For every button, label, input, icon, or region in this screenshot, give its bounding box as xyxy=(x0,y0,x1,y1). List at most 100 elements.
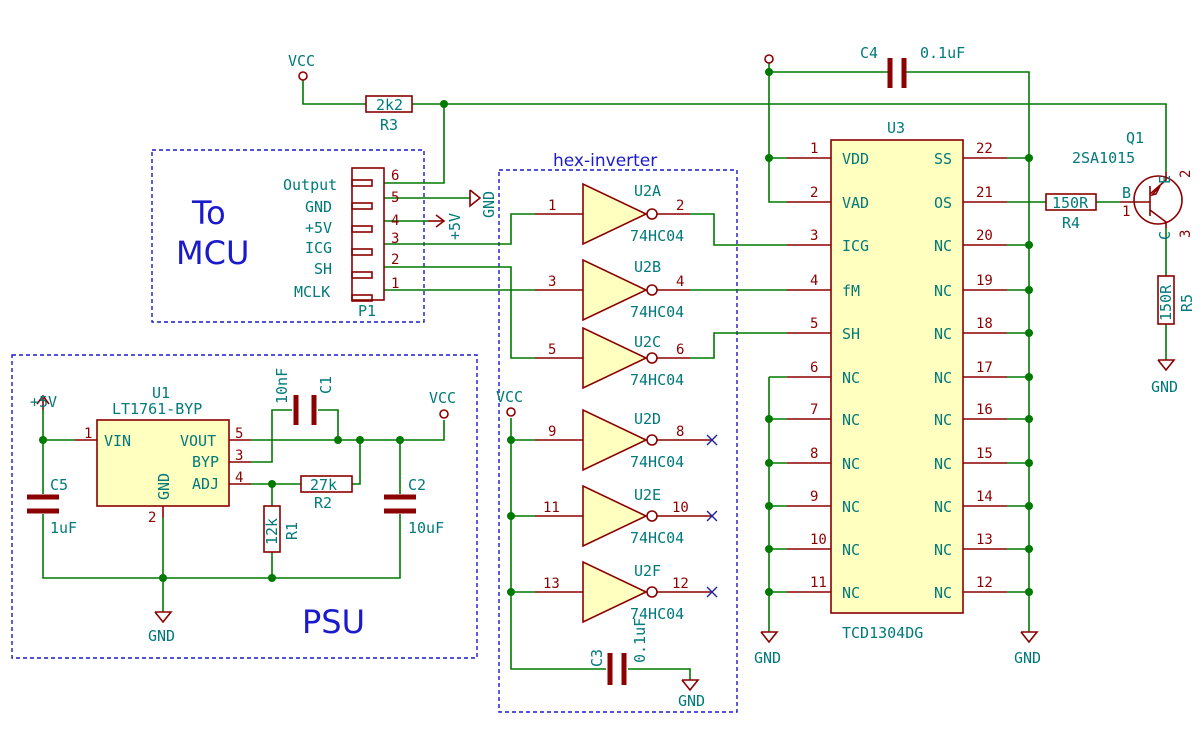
inverter-u2b: 3 4 U2B 74HC04 xyxy=(535,258,690,322)
connector-pin: 6 Output xyxy=(283,168,399,194)
svg-text:5: 5 xyxy=(548,342,556,358)
svg-text:3: 3 xyxy=(391,231,399,247)
svg-text:U1: U1 xyxy=(152,384,170,402)
svg-text:B: B xyxy=(1122,184,1131,202)
gnd-symbol-connector: GND xyxy=(469,189,498,218)
svg-text:NC: NC xyxy=(842,455,860,473)
svg-text:10nF: 10nF xyxy=(273,368,291,404)
svg-text:5: 5 xyxy=(391,190,399,206)
svg-text:NC: NC xyxy=(934,237,952,255)
inverter-u2d: 9 8 U2D 74HC04 xyxy=(535,408,712,472)
svg-text:NC: NC xyxy=(934,325,952,343)
svg-text:GND: GND xyxy=(678,692,705,710)
svg-text:3: 3 xyxy=(1178,230,1194,238)
svg-text:1: 1 xyxy=(84,426,92,442)
svg-text:C1: C1 xyxy=(317,376,335,394)
svg-text:NC: NC xyxy=(934,411,952,429)
svg-text:NC: NC xyxy=(934,369,952,387)
svg-text:U2F: U2F xyxy=(634,562,661,580)
svg-text:9: 9 xyxy=(810,489,818,505)
sensor-pin-left: 4fM xyxy=(787,273,860,300)
svg-text:NC: NC xyxy=(842,369,860,387)
svg-text:12: 12 xyxy=(976,575,993,591)
sensor-pin-left: 7NC xyxy=(787,402,860,429)
svg-text:NC: NC xyxy=(934,498,952,516)
svg-text:74HC04: 74HC04 xyxy=(630,303,684,321)
svg-text:U3: U3 xyxy=(887,119,905,137)
regulator-u1: U1 LT1761-BYP VIN VOUT BYP ADJ GND 1 5 3… xyxy=(75,384,251,526)
svg-text:2: 2 xyxy=(1178,170,1194,178)
plus5v-symbol-psu: +5V xyxy=(30,393,57,411)
connector-pin: 5 GND xyxy=(305,190,399,216)
svg-text:0.1uF: 0.1uF xyxy=(631,618,649,663)
resistor-r3: 2k2 R3 xyxy=(365,95,413,134)
gnd-symbol-psu: GND xyxy=(148,611,175,645)
transistor-q1: Q1 2SA1015 B E C 1 2 3 xyxy=(1072,129,1194,240)
svg-text:R1: R1 xyxy=(283,522,301,540)
svg-text:P1: P1 xyxy=(358,302,376,320)
svg-text:R4: R4 xyxy=(1062,214,1080,232)
svg-text:VOUT: VOUT xyxy=(180,432,216,450)
svg-text:VCC: VCC xyxy=(496,388,523,406)
connector-p1: P1 6 Output 5 GND 4 +5V 3 ICG 2 SH 1 xyxy=(283,167,399,320)
svg-text:R2: R2 xyxy=(314,494,332,512)
svg-text:6: 6 xyxy=(810,360,818,376)
svg-text:16: 16 xyxy=(976,402,993,418)
svg-text:NC: NC xyxy=(842,411,860,429)
svg-text:VCC: VCC xyxy=(288,52,315,70)
svg-text:U2D: U2D xyxy=(634,410,661,428)
vcc-symbol-psu: VCC xyxy=(429,389,456,419)
svg-text:VCC: VCC xyxy=(429,389,456,407)
svg-text:VDD: VDD xyxy=(842,150,869,168)
svg-text:+5V: +5V xyxy=(305,219,332,237)
svg-text:BYP: BYP xyxy=(192,453,219,471)
inverter-title: hex-inverter xyxy=(553,151,657,171)
sensor-pin-left: 5SH xyxy=(787,316,860,343)
capacitor-c1: 10nF C1 xyxy=(273,368,335,425)
svg-text:150R: 150R xyxy=(1157,284,1175,321)
svg-text:U2E: U2E xyxy=(634,486,661,504)
svg-text:4: 4 xyxy=(810,273,818,289)
svg-text:C5: C5 xyxy=(50,476,68,494)
svg-text:12k: 12k xyxy=(263,518,281,545)
svg-text:SH: SH xyxy=(314,260,332,278)
svg-text:C2: C2 xyxy=(408,476,426,494)
svg-text:19: 19 xyxy=(976,273,993,289)
svg-text:NC: NC xyxy=(934,282,952,300)
capacitor-c2: C2 10uF xyxy=(384,476,444,537)
svg-text:NC: NC xyxy=(934,541,952,559)
svg-text:GND: GND xyxy=(148,627,175,645)
resistor-r1: 12k R1 xyxy=(263,505,301,553)
capacitor-c5: C5 1uF xyxy=(27,476,77,537)
svg-text:18: 18 xyxy=(976,316,993,332)
svg-text:74HC04: 74HC04 xyxy=(630,605,684,623)
connector-pin: 2 SH xyxy=(314,252,399,279)
gnd-symbol-right-bus: GND xyxy=(1014,631,1041,667)
svg-text:C3: C3 xyxy=(588,649,606,667)
svg-text:TCD1304DG: TCD1304DG xyxy=(842,624,923,642)
svg-text:13: 13 xyxy=(976,532,993,548)
svg-text:2: 2 xyxy=(148,510,156,526)
inverter-u2c: 5 6 U2C 74HC04 xyxy=(535,326,690,390)
svg-text:12: 12 xyxy=(672,576,689,592)
svg-text:GND: GND xyxy=(754,649,781,667)
svg-text:2: 2 xyxy=(676,198,684,214)
svg-text:3: 3 xyxy=(810,228,818,244)
svg-text:22: 22 xyxy=(976,141,993,157)
svg-text:20: 20 xyxy=(976,228,993,244)
svg-text:SH: SH xyxy=(842,325,860,343)
sensor-u3: U3 TCD1304DG 1VDD2VAD3ICG4fM5SH6NC7NC8NC… xyxy=(787,119,1007,642)
svg-text:15: 15 xyxy=(976,446,993,462)
svg-text:ICG: ICG xyxy=(305,239,332,257)
svg-text:2k2: 2k2 xyxy=(376,96,403,114)
